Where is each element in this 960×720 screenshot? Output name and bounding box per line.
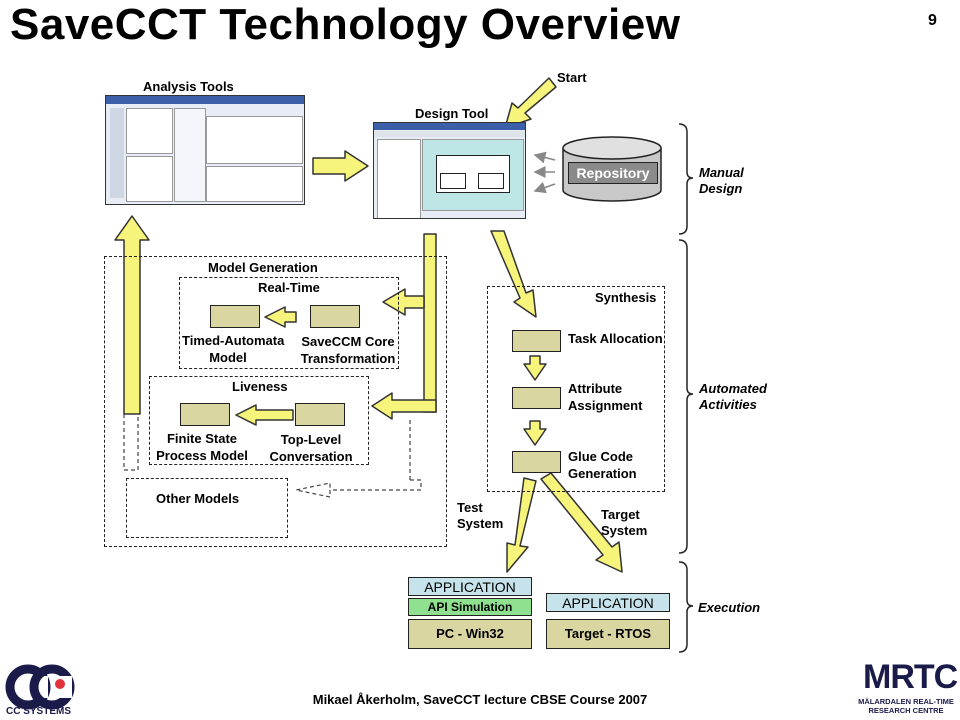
other-models-path	[123, 414, 139, 471]
model-generation-region	[104, 256, 447, 547]
models-to-analysis-arrow	[114, 215, 150, 415]
target-rtos-box: Target - RTOS	[546, 619, 670, 649]
analysis-to-design-arrow	[312, 150, 369, 182]
api-simulation-box: API Simulation	[408, 598, 532, 616]
timed-automata-box	[210, 305, 260, 328]
slide-footer: Mikael Åkerholm, SaveCCT lecture CBSE Co…	[312, 692, 648, 707]
toplevel-to-fsp-arrow	[235, 404, 294, 426]
core-to-automata-arrow	[264, 306, 297, 328]
task-allocation-label: Task Allocation	[568, 331, 663, 346]
design-tool-screenshot	[373, 122, 526, 219]
analysis-tools-screenshot	[105, 95, 305, 205]
synthesis-title: Synthesis	[595, 290, 657, 305]
fsp-box	[180, 403, 230, 426]
realtime-region	[179, 277, 399, 369]
design-tool-label: Design Tool	[415, 106, 489, 121]
synth-step1-arrow	[523, 355, 547, 381]
to-target-system-arrow	[540, 472, 623, 573]
glue-code-box	[512, 451, 561, 473]
execution-bracket	[678, 561, 694, 653]
liveness-region	[149, 376, 369, 465]
other-models-left-path	[295, 479, 422, 498]
manual-bracket	[678, 123, 694, 235]
pc-application-box: APPLICATION	[408, 577, 532, 596]
attribute-assignment-box	[512, 387, 561, 409]
execution-label: Execution	[698, 600, 761, 615]
liveness-title: Liveness	[232, 379, 288, 394]
automated-bracket	[678, 239, 694, 554]
page-number: 9	[928, 12, 937, 29]
slide-title: SaveCCT Technology Overview	[10, 0, 681, 49]
pc-win32-box: PC - Win32	[408, 619, 532, 649]
realtime-title: Real-Time	[258, 280, 320, 295]
analysis-tools-label: Analysis Tools	[143, 79, 234, 94]
core-transformation-box	[310, 305, 360, 328]
start-label: Start	[557, 70, 587, 85]
other-models-region	[126, 478, 288, 538]
synth-step2-arrow	[523, 420, 547, 446]
mrtc-logo: MRTC	[863, 658, 958, 696]
task-allocation-box	[512, 330, 561, 352]
design-to-synthesis-arrow	[490, 230, 537, 318]
cc-systems-text: CC SYSTEMS	[6, 706, 72, 717]
to-liveness-arrow	[371, 392, 437, 420]
target-application-box: APPLICATION	[546, 593, 670, 612]
other-models-label: Other Models	[156, 491, 240, 506]
repository-label: Repository	[568, 162, 658, 184]
top-level-box	[295, 403, 345, 426]
to-realtime-arrow	[382, 288, 425, 316]
synthesis-region	[487, 286, 665, 492]
model-generation-title: Model Generation	[208, 260, 318, 275]
